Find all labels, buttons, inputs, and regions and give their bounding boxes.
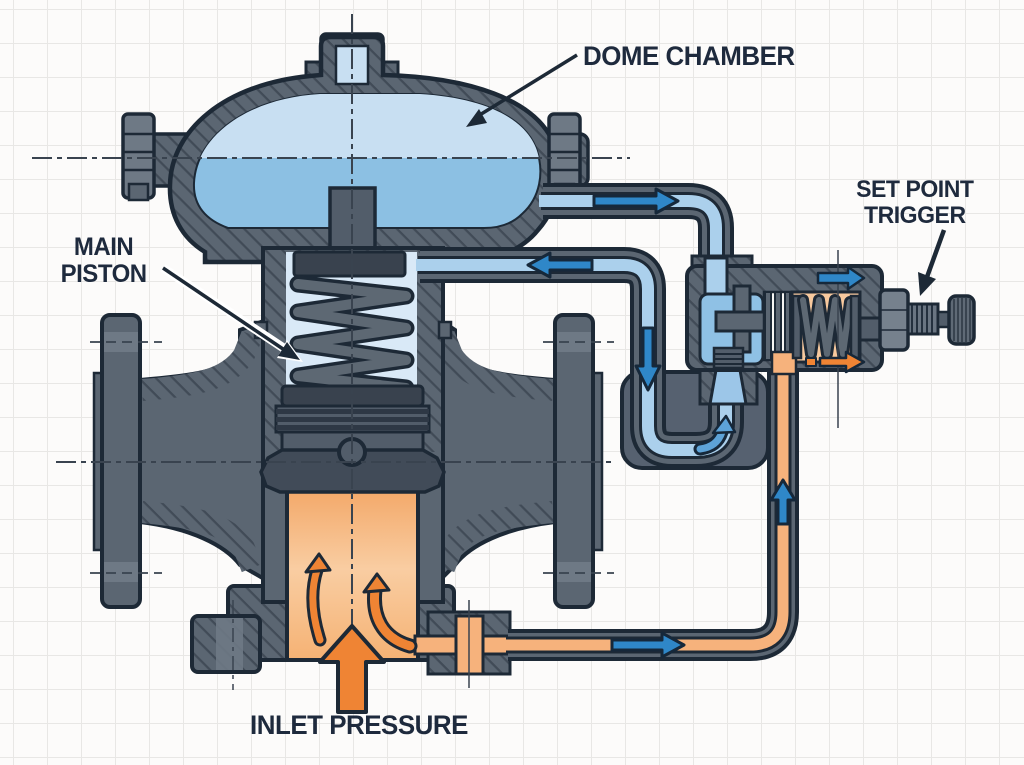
inlet-swirl-left-shaft (309, 566, 324, 644)
set-point-label-line2: TRIGGER (863, 201, 966, 229)
spring-retainer (292, 250, 407, 278)
dome-assembly (121, 32, 590, 265)
right-arm-hatch-bottom (433, 501, 555, 573)
sense-riser-arrow (769, 478, 797, 526)
setpoint-leader-head (918, 272, 936, 296)
main-piston-label-line1: MAIN (73, 233, 134, 261)
dome-leader (477, 53, 578, 118)
inlet-swirl-right (362, 572, 391, 594)
flow-arrows (304, 187, 866, 714)
pilot-bottom-arrow-dash (805, 357, 817, 367)
inlet-main-arrow (318, 624, 386, 714)
dome-bolt-left (121, 112, 156, 202)
dome-interior-upper (200, 94, 539, 158)
dome-chamber-label: DOME CHAMBER (583, 41, 795, 71)
set-point-label-line1: SET POINT (856, 176, 974, 203)
piston-leader (162, 266, 284, 351)
pilot-poppet-bar (714, 310, 770, 333)
pilot-port-arrow-shaft (696, 428, 726, 453)
pilot-top-arrow (816, 265, 866, 291)
pilot-down-arrow (634, 326, 662, 392)
bottom-flange (190, 614, 262, 674)
diaphragm-plate-2 (774, 291, 782, 361)
screw-threads (906, 302, 940, 336)
pilot-bottom-arrow (818, 350, 866, 374)
main-piston-label: MAIN PISTON (46, 234, 161, 288)
port-funnel (708, 368, 748, 406)
setpoint-leader (924, 229, 947, 278)
diaphragm-plate-3 (784, 291, 791, 361)
left-arm-hatch-top (141, 330, 263, 401)
pilot-spring-plate-right (849, 294, 861, 360)
inlet-swirl-left (304, 552, 332, 574)
pilot-orange-drain (770, 350, 798, 376)
diaphragm-plate-1 (764, 291, 772, 361)
dome-supply-pipe (539, 183, 734, 276)
housing-nub-right (437, 320, 453, 340)
pilot-port-arrow (711, 414, 737, 435)
inlet-pressure-label: INLET PRESSURE (250, 710, 468, 740)
inlet-swirl-right-shaft (369, 585, 415, 651)
leader-arrows (160, 53, 947, 362)
adjustment-screw (858, 288, 976, 352)
pilot-valve (685, 254, 976, 376)
hex-nut (878, 288, 910, 352)
piston-feed-arrow (526, 251, 594, 279)
pilot-spring (800, 297, 853, 357)
sense-line-pipe (504, 354, 799, 661)
right-arm-hatch-top (433, 330, 554, 401)
knurled-knob (947, 294, 976, 346)
dome-leader-head (466, 109, 487, 127)
set-point-trigger-label: SET POINT TRIGGER (838, 177, 992, 229)
pilot-seat-ribs (712, 346, 745, 370)
sense-line-arrow (610, 631, 686, 659)
dome-supply-arrow (592, 187, 680, 215)
left-arm-hatch-bottom (140, 501, 263, 573)
main-piston-label-line2: PISTON (60, 260, 148, 288)
piston-leader-head (278, 342, 300, 360)
